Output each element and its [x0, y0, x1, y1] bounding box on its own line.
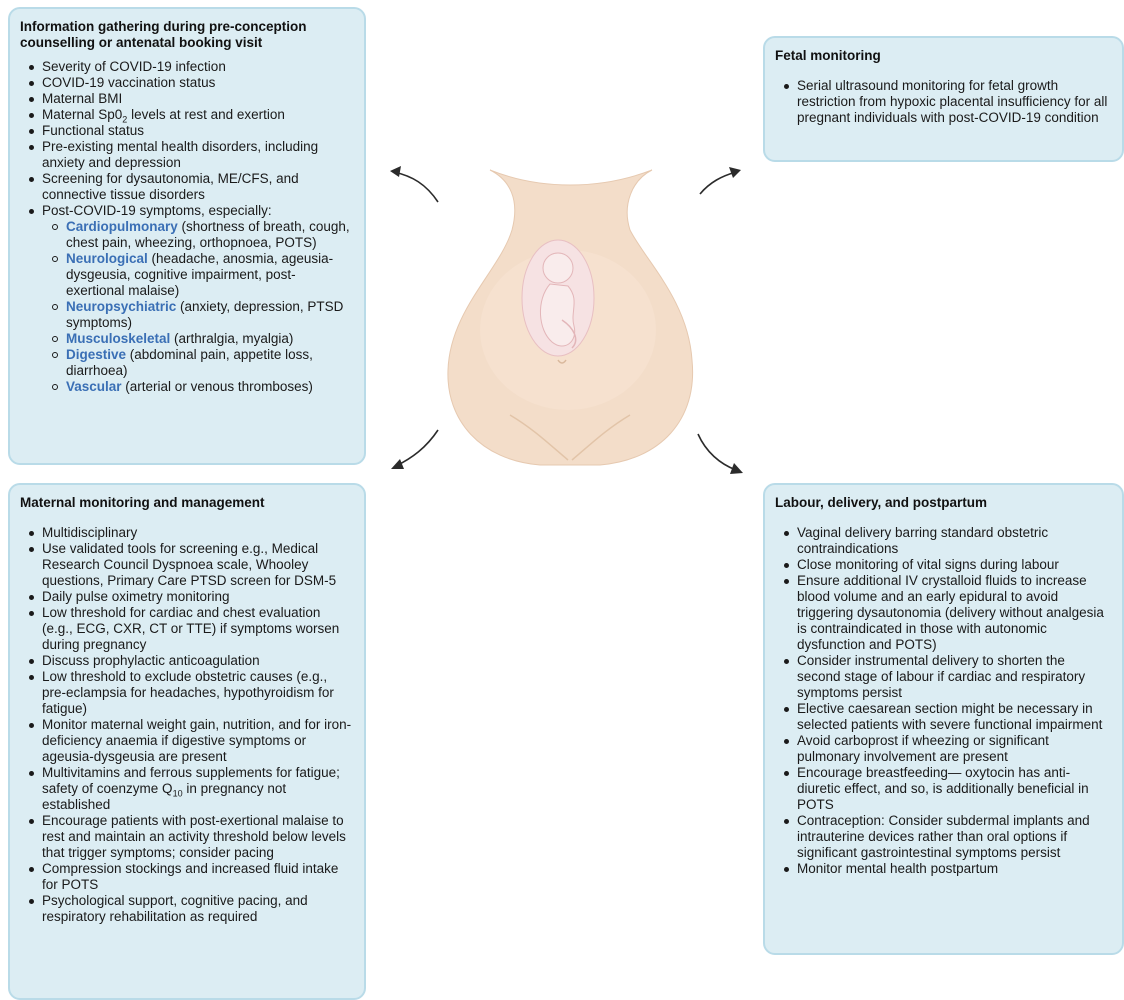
info-gathering-title: Information gathering during pre-concept… [20, 19, 307, 50]
symptom-item: Neurological (headache, anosmia, ageusia… [52, 251, 354, 299]
list-item: Severity of COVID-19 infection [29, 59, 354, 75]
list-item: Screening for dysautonomia, ME/CFS, and … [29, 171, 354, 203]
maternal-monitoring-title: Maternal monitoring and management [20, 495, 265, 510]
list-item: Functional status [29, 123, 354, 139]
list-item: Encourage patients with post-exertional … [29, 813, 354, 861]
list-item: Encourage breastfeeding— oxytocin has an… [784, 765, 1112, 813]
curved-arrow-icon [699, 167, 741, 195]
list-item: Multidisciplinary [29, 525, 354, 541]
list-item: Low threshold to exclude obstetric cause… [29, 669, 354, 717]
info-gathering-list: Severity of COVID-19 infection COVID-19 … [20, 59, 354, 395]
list-item: Close monitoring of vital signs during l… [784, 557, 1112, 573]
fetal-monitoring-list: Serial ultrasound monitoring for fetal g… [775, 78, 1112, 126]
pregnant-torso-icon [447, 169, 694, 466]
list-item: Pre-existing mental health disorders, in… [29, 139, 354, 171]
list-item: Serial ultrasound monitoring for fetal g… [784, 78, 1112, 126]
symptom-item: Neuropsychiatric (anxiety, depression, P… [52, 299, 354, 331]
list-item: Elective caesarean section might be nece… [784, 701, 1112, 733]
fetal-monitoring-title: Fetal monitoring [775, 48, 881, 63]
list-item: Discuss prophylactic anticoagulation [29, 653, 354, 669]
curved-arrow-icon [697, 433, 743, 474]
list-item: Monitor mental health postpartum [784, 861, 1112, 877]
symptom-sublist: Cardiopulmonary (shortness of breath, co… [42, 219, 354, 395]
maternal-monitoring-list: Multidisciplinary Use validated tools fo… [20, 525, 354, 925]
list-item: Low threshold for cardiac and chest eval… [29, 605, 354, 653]
list-item: Post-COVID-19 symptoms, especially: Card… [29, 203, 354, 395]
curved-arrow-icon [391, 429, 439, 469]
list-item: Daily pulse oximetry monitoring [29, 589, 354, 605]
list-item: Avoid carboprost if wheezing or signific… [784, 733, 1112, 765]
list-item: Maternal BMI [29, 91, 354, 107]
symptom-item: Cardiopulmonary (shortness of breath, co… [52, 219, 354, 251]
curved-arrow-icon [390, 166, 439, 203]
list-item: Contraception: Consider subdermal implan… [784, 813, 1112, 861]
navel [557, 359, 567, 364]
labour-delivery-title: Labour, delivery, and postpartum [775, 495, 988, 510]
list-item: Ensure additional IV crystalloid fluids … [784, 573, 1112, 653]
list-item: Multivitamins and ferrous supplements fo… [29, 765, 354, 813]
list-item: Psychological support, cognitive pacing,… [29, 893, 354, 925]
list-item: Maternal Sp02 levels at rest and exertio… [29, 107, 354, 124]
labour-delivery-panel: Labour, delivery, and postpartum Vaginal… [763, 483, 1124, 955]
fetus-icon [521, 239, 595, 357]
list-item: Consider instrumental delivery to shorte… [784, 653, 1112, 701]
maternal-monitoring-panel: Maternal monitoring and management Multi… [8, 483, 366, 1000]
list-item: Compression stockings and increased flui… [29, 861, 354, 893]
list-item: COVID-19 vaccination status [29, 75, 354, 91]
symptom-item: Vascular (arterial or venous thromboses) [52, 379, 354, 395]
symptom-item: Musculoskeletal (arthralgia, myalgia) [52, 331, 354, 347]
fetal-monitoring-panel: Fetal monitoring Serial ultrasound monit… [763, 36, 1124, 162]
groin-lines [509, 414, 631, 461]
list-item: Monitor maternal weight gain, nutrition,… [29, 717, 354, 765]
symptom-item: Digestive (abdominal pain, appetite loss… [52, 347, 354, 379]
list-item: Vaginal delivery barring standard obstet… [784, 525, 1112, 557]
labour-delivery-list: Vaginal delivery barring standard obstet… [775, 525, 1112, 877]
list-item: Use validated tools for screening e.g., … [29, 541, 354, 589]
info-gathering-panel: Information gathering during pre-concept… [8, 7, 366, 465]
